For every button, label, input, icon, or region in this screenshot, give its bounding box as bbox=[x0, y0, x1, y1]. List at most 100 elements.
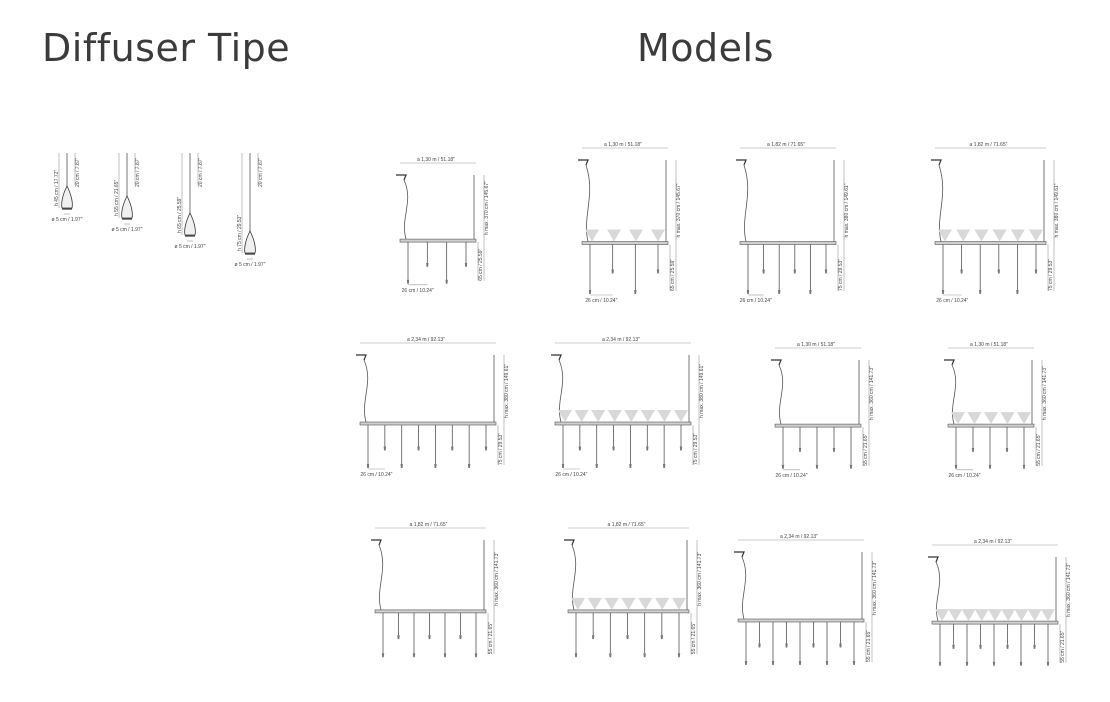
model-drawing-11: a 2,34 m / 92.13" h max. 360 cm / 141.73"… bbox=[734, 534, 878, 665]
diffuser-icon bbox=[1022, 427, 1026, 469]
light-beam bbox=[591, 410, 606, 422]
diffuser-icon bbox=[397, 612, 400, 640]
diffuser-icon bbox=[643, 612, 646, 658]
light-beam bbox=[984, 412, 998, 425]
light-beam bbox=[988, 609, 1002, 622]
diffuser-icon bbox=[434, 425, 437, 468]
models-heading: Models bbox=[637, 26, 774, 70]
diffuser-icon bbox=[366, 425, 370, 468]
diffuser-icon bbox=[595, 425, 598, 468]
light-beam bbox=[992, 229, 1007, 242]
diffuser-icon bbox=[484, 425, 488, 451]
light-beam bbox=[1001, 609, 1016, 622]
diffuser-icon bbox=[960, 244, 963, 274]
diffuser-icon bbox=[824, 244, 828, 274]
diffuser-icon bbox=[467, 425, 471, 468]
model-spacing-label: 26 cm / 10.24" bbox=[775, 473, 807, 479]
diffuser-icon bbox=[1016, 244, 1019, 294]
model-spacing-label: 26 cm / 10.24" bbox=[555, 472, 587, 478]
diffuser-icon bbox=[591, 612, 595, 640]
diffuser-diameter-label: ø 5 cm / 1.97" bbox=[52, 217, 83, 223]
diffuser-height-label: h 65 cm / 25.59" bbox=[177, 197, 183, 233]
diffuser-icon bbox=[445, 242, 448, 284]
light-bar bbox=[554, 421, 692, 426]
diffuser-icon bbox=[1006, 624, 1009, 649]
diffuser-icon bbox=[839, 622, 842, 648]
diffuser-icon bbox=[474, 612, 478, 658]
model-width-label: a 1,30 m / 51.18" bbox=[970, 342, 1008, 348]
model-drop-label: 55 cm / 21.65" bbox=[1060, 631, 1066, 663]
diffuser-height-label: h 75 cm / 29.53" bbox=[237, 215, 243, 251]
model-drawing-10: a 1,82 m / 71.65"h max. 360 cm / 141.73"… bbox=[564, 522, 703, 658]
light-bar bbox=[399, 238, 477, 243]
diffuser-icon bbox=[954, 427, 958, 469]
light-beam bbox=[607, 229, 621, 242]
light-bar bbox=[947, 423, 1035, 428]
model-drop-label: 75 cm / 29.53" bbox=[838, 259, 844, 291]
diffuser-icon bbox=[832, 427, 836, 452]
light-beam bbox=[1029, 229, 1043, 242]
diffuser-icon bbox=[849, 427, 853, 469]
diffuser-icon bbox=[426, 242, 429, 267]
model-height-max-label: h max. 380 cm / 149.61" bbox=[699, 364, 705, 418]
diffuser-icon bbox=[762, 244, 765, 274]
model-drop-label: 75 cm / 29.53" bbox=[693, 433, 699, 465]
model-spacing-label: 26 cm / 10.24" bbox=[740, 298, 772, 304]
light-bar bbox=[934, 241, 1047, 245]
diffuser-icon bbox=[781, 427, 785, 469]
light-beam bbox=[1017, 412, 1031, 425]
diffuser-icon bbox=[428, 612, 431, 640]
diffuser-icon bbox=[609, 612, 612, 658]
light-bar bbox=[359, 421, 497, 426]
light-beam bbox=[655, 597, 670, 610]
light-bar bbox=[739, 241, 837, 245]
light-beam bbox=[974, 609, 989, 622]
light-beam bbox=[1000, 412, 1015, 425]
diffuser-diameter-label: ø 5 cm / 1.97" bbox=[175, 244, 206, 250]
model-drop-label: 55 cm / 21.65" bbox=[691, 622, 697, 654]
model-height-max-label: h max. 360 cm / 141.73" bbox=[494, 552, 500, 606]
model-drawing-2: a 1,30 m / 51.18"h max. 370 cm / 145.67"… bbox=[578, 142, 682, 304]
model-height-max-label: h max. 360 cm / 141.73" bbox=[872, 561, 878, 615]
model-drawing-1: a 1,30 m / 51.18"h max. 370 cm / 145.67"… bbox=[396, 157, 490, 294]
model-spacing-label: 26 cm / 10.24" bbox=[360, 472, 392, 478]
model-width-label: a 2,34 m / 92.13" bbox=[780, 534, 818, 540]
light-beam bbox=[629, 229, 643, 242]
diffuser-type-3: h 65 cm / 25.59"20 cm / 7.87"ø 5 cm / 1.… bbox=[175, 153, 206, 250]
light-beam bbox=[624, 410, 639, 422]
model-drop-label: 55 cm / 21.65" bbox=[863, 434, 869, 466]
diffuser-cone bbox=[244, 230, 256, 254]
diffuser-icon bbox=[992, 624, 996, 666]
light-beam bbox=[558, 410, 572, 422]
diffuser-icon bbox=[451, 425, 454, 451]
diffuser-type-4: h 75 cm / 29.53"20 cm / 7.87"ø 5 cm / 1.… bbox=[235, 153, 266, 268]
diffuser-cone bbox=[184, 212, 196, 236]
model-height-max-label: h max. 380 cm / 149.61" bbox=[1054, 183, 1060, 237]
diffuser-icon bbox=[561, 425, 565, 468]
diffuser-cable-label: 20 cm / 7.87" bbox=[135, 157, 141, 187]
light-beam bbox=[657, 410, 672, 422]
light-beam bbox=[607, 410, 622, 422]
diffuser-icon bbox=[646, 425, 649, 451]
diffuser-cable-label: 20 cm / 7.87" bbox=[75, 157, 81, 187]
diffuser-icon bbox=[793, 244, 796, 274]
model-drawing-8: a 1,30 m / 51.18"h max. 360 cm / 141.73"… bbox=[944, 342, 1048, 479]
model-drop-label: 55 cm / 21.65" bbox=[488, 622, 494, 654]
model-height-max-label: h max. 380 cm / 149.61" bbox=[504, 364, 510, 418]
light-beam bbox=[974, 229, 989, 242]
diffuser-icon bbox=[798, 622, 802, 665]
diffuser-icon bbox=[677, 612, 681, 658]
light-beam bbox=[961, 609, 976, 622]
light-beam bbox=[674, 410, 688, 422]
light-beam bbox=[1010, 229, 1025, 242]
model-drawing-7: a 1,30 m / 51.18"h max. 360 cm / 141.73"… bbox=[771, 342, 875, 479]
model-width-label: a 2,34 m / 92.13" bbox=[602, 337, 640, 343]
diffuser-cone bbox=[121, 195, 133, 219]
diffuser-types-drawing: h 45 cm / 17.72"20 cm / 7.87"ø 5 cm / 1.… bbox=[52, 153, 266, 268]
light-beam bbox=[587, 597, 602, 610]
light-beam bbox=[1014, 609, 1029, 622]
diffuser-icon bbox=[971, 427, 975, 452]
model-drawing-4: a 1,82 m / 71.65"h max. 380 cm / 149.61"… bbox=[931, 142, 1060, 304]
diffuser-icon bbox=[443, 612, 447, 658]
light-beam bbox=[621, 597, 636, 610]
